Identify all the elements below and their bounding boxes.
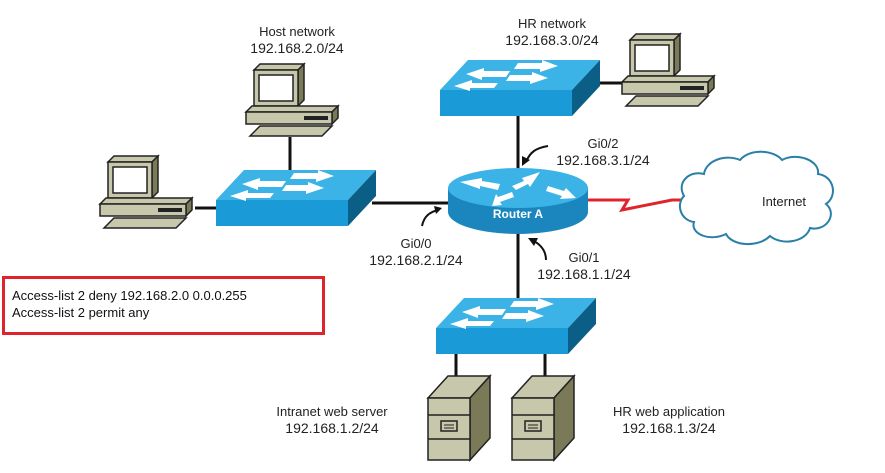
- gi0-2-name: Gi0/2: [587, 136, 619, 151]
- acl-line-2: Access-list 2 permit any: [12, 305, 150, 320]
- hr-network-name: HR network: [518, 16, 586, 31]
- hr-server-name: HR web application: [612, 404, 725, 419]
- hr-network-label: HR network 192.168.3.0/24: [492, 16, 612, 48]
- gi0-1-ip: 192.168.1.1/24: [537, 266, 631, 282]
- host-pc-left: [99, 155, 193, 229]
- internet-label: Internet: [761, 194, 807, 209]
- gi0-0-name: Gi0/0: [400, 236, 432, 251]
- arrow-gi0-2-head: [522, 156, 530, 166]
- interface-arrows: [421, 145, 549, 261]
- host-pc-top: [245, 63, 339, 137]
- gi0-0-ip: 192.168.2.1/24: [369, 252, 463, 268]
- arrow-gi0-1-head: [528, 238, 538, 246]
- hr-switch: [440, 60, 600, 116]
- arrow-gi0-2: [525, 145, 549, 163]
- intranet-web-server: [427, 375, 491, 461]
- wan-link: [588, 198, 682, 213]
- host-switch: [216, 170, 376, 226]
- hr-pc: [621, 33, 715, 107]
- intranet-server-ip: 192.168.1.2/24: [285, 420, 379, 436]
- router-name: Router A: [492, 207, 544, 221]
- intranet-server-label: Intranet web server 192.168.1.2/24: [262, 404, 402, 436]
- host-network-subnet: 192.168.2.0/24: [250, 40, 344, 56]
- hr-web-server: [511, 375, 575, 461]
- intranet-server-name: Intranet web server: [276, 404, 388, 419]
- server-switch: [436, 298, 596, 354]
- gi0-1-label: Gi0/1 192.168.1.1/24: [524, 250, 644, 282]
- gi0-0-label: Gi0/0 192.168.2.1/24: [356, 236, 476, 268]
- gi0-2-label: Gi0/2 192.168.3.1/24: [548, 136, 658, 168]
- acl-line-1: Access-list 2 deny 192.168.2.0 0.0.0.255: [12, 288, 247, 303]
- host-network-label: Host network 192.168.2.0/24: [244, 24, 350, 56]
- gi0-2-ip: 192.168.3.1/24: [556, 152, 650, 168]
- router-a: [448, 168, 588, 234]
- arrow-gi0-0-head: [434, 206, 442, 214]
- internet-cloud: [678, 150, 834, 245]
- hr-server-label: HR web application 192.168.1.3/24: [594, 404, 744, 436]
- hr-server-ip: 192.168.1.3/24: [622, 420, 716, 436]
- hr-network-subnet: 192.168.3.0/24: [505, 32, 599, 48]
- host-network-name: Host network: [259, 24, 335, 39]
- links: [195, 81, 682, 378]
- gi0-1-name: Gi0/1: [568, 250, 600, 265]
- acl-box: Access-list 2 deny 192.168.2.0 0.0.0.255…: [2, 276, 325, 335]
